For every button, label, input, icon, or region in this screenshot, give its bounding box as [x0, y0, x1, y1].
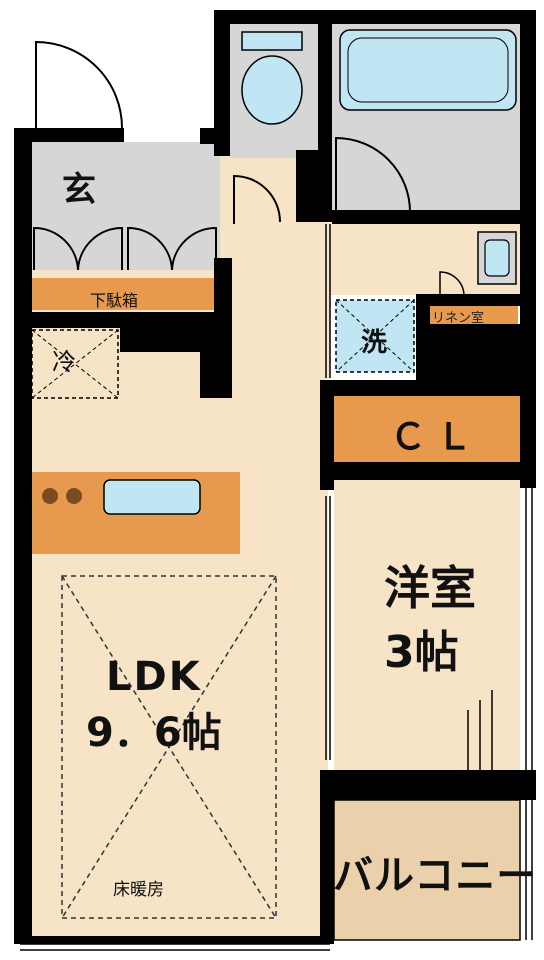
western-room-size: 3帖 — [384, 627, 459, 678]
toilet-door — [233, 174, 281, 224]
western-room — [334, 480, 520, 770]
entrance-floor — [30, 142, 220, 270]
balcony — [333, 799, 521, 941]
linen-label: リネン室 — [432, 311, 485, 326]
shoe-box-label: 下駄箱 — [90, 291, 139, 310]
bathroom-door — [335, 136, 411, 213]
linen-door — [439, 271, 465, 297]
entrance-label: 玄 — [62, 170, 96, 210]
sliding-doors — [20, 224, 533, 951]
balcony-label: バルコニー — [333, 853, 538, 899]
shoe-box-doors — [33, 226, 217, 271]
floor-heating-area — [61, 575, 277, 919]
western-room-windows — [467, 690, 493, 770]
stove-burner-2 — [66, 488, 82, 504]
toilet-tank — [241, 31, 303, 51]
vanity-basin — [484, 239, 510, 277]
floor-heating-label: 床暖房 — [113, 880, 164, 900]
ldk-size: 9．6帖 — [86, 710, 222, 756]
fridge-label: 冷 — [52, 348, 76, 376]
kitchen-sink — [103, 479, 201, 515]
closet-label: ＣＬ — [390, 417, 483, 458]
entry-door — [35, 40, 123, 129]
toilet-bowl — [241, 55, 303, 125]
closet — [334, 396, 520, 462]
ldk-label: LDK — [106, 654, 202, 700]
bathtub-inner — [347, 37, 509, 103]
stove-burner-1 — [42, 488, 58, 504]
walls — [14, 10, 536, 944]
shoe-box — [30, 278, 220, 310]
washer-label: 洗 — [361, 328, 388, 358]
western-room-label: 洋室 — [384, 561, 476, 615]
